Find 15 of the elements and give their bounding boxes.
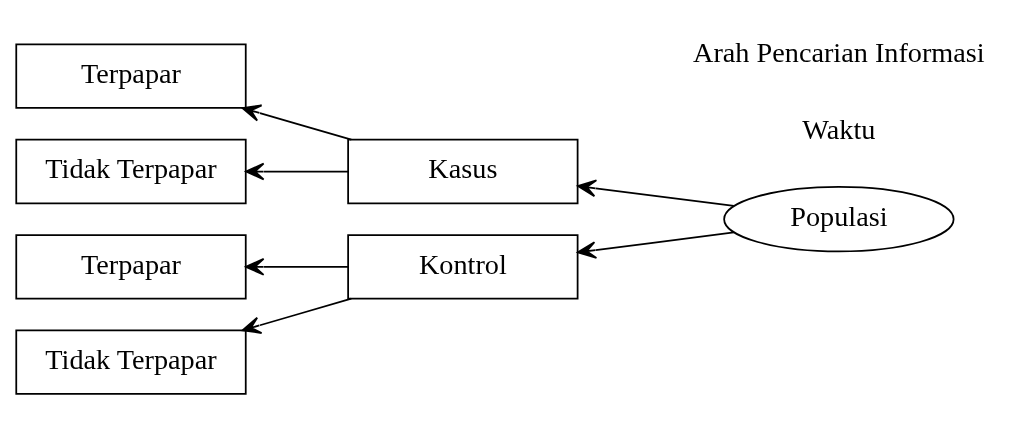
- arrow: [241, 297, 353, 334]
- node-box: Terpapar: [15, 43, 247, 109]
- node-box: Tidak Terpapar: [15, 329, 247, 395]
- arrow: [577, 231, 735, 259]
- arrow: [245, 257, 349, 276]
- node-box: Tidak Terpapar: [15, 138, 247, 204]
- node-box: Kontrol: [347, 233, 579, 299]
- label: Waktu: [802, 113, 876, 145]
- node-ellipse: Populasi: [723, 185, 955, 252]
- arrow: [245, 162, 349, 180]
- label: Arah Pencarian Informasi: [693, 36, 985, 68]
- arrow: [241, 103, 353, 141]
- node-box: Kasus: [347, 138, 579, 204]
- node-box: Terpapar: [15, 233, 247, 299]
- arrow: [577, 179, 735, 207]
